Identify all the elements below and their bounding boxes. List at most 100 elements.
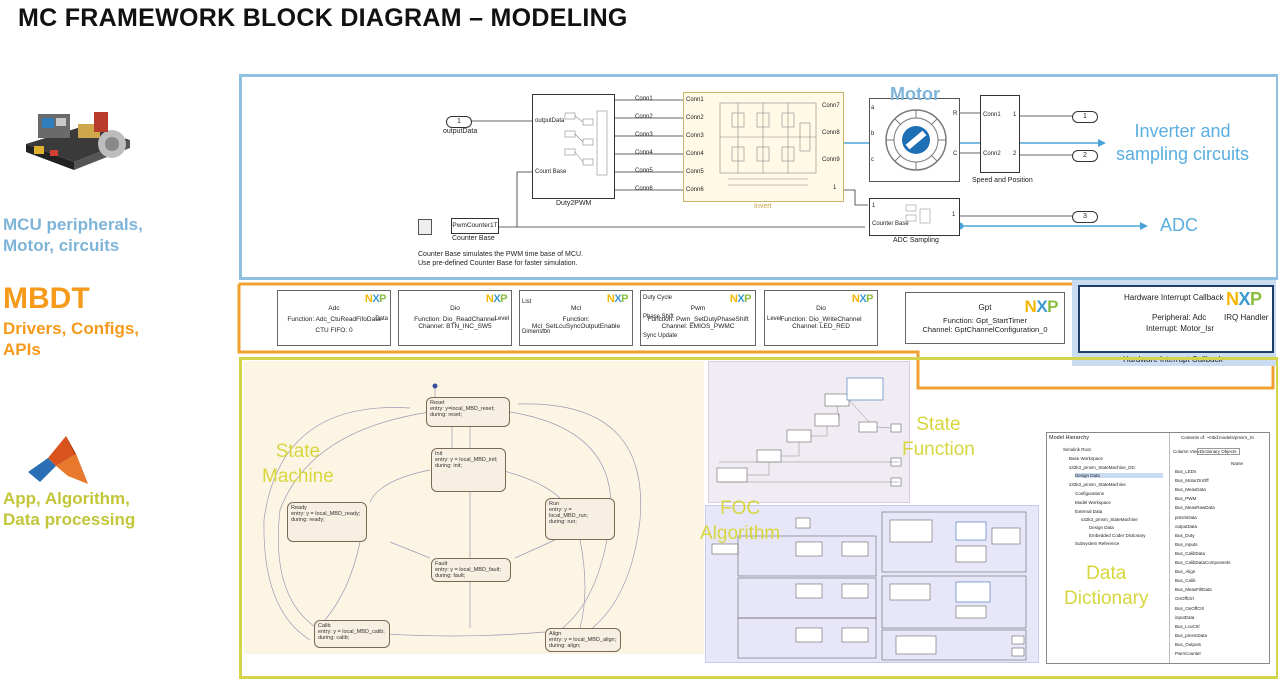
dictionary-object-item[interactable]: Bus_MeasRawData: [1175, 505, 1215, 511]
name-column-header[interactable]: Name: [1231, 461, 1244, 466]
hw-irq-title: Hardware Interrupt Callback: [1124, 293, 1224, 302]
speed-out2: 2: [1013, 151, 1017, 157]
dictionary-object-item[interactable]: Bus_MeasFiltData: [1175, 587, 1212, 593]
dictionary-object-item[interactable]: Bus_PWM: [1175, 496, 1197, 502]
state-reset[interactable]: Reset entry: y=local_MBD_reset; during: …: [426, 397, 510, 427]
matlab-logo-icon: [26, 432, 90, 490]
state-ready[interactable]: Ready entry: y = local_MBD_ready; during…: [287, 502, 367, 542]
state-init[interactable]: Init entry: y = local_MBD_init; during: …: [431, 448, 506, 492]
mbdt-dio-read-function: Function: Dio_ReadChannel: [414, 316, 496, 323]
dictionary-object-item[interactable]: outputData: [1175, 523, 1198, 529]
outport-2[interactable]: 2: [1072, 150, 1098, 162]
mh-item[interactable]: External Data: [1075, 509, 1103, 514]
state-run[interactable]: Run entry: y = local_MBD_run; during: ru…: [545, 498, 615, 540]
mbdt-dio-read-block[interactable]: Dio Function: Dio_ReadChannel Channel: B…: [398, 290, 512, 346]
mbdt-mcl-block[interactable]: Mcl Function: Mcl_SetLcuSyncOutputEnable…: [519, 290, 633, 346]
column-view-select[interactable]: Dictionary Objects: [1197, 448, 1240, 455]
mbdt-dio-write-name: Dio: [816, 305, 826, 312]
adc-sampling-block[interactable]: 1 Counter Base 1: [869, 198, 960, 236]
mbdt-dio-write-port-level: Level: [767, 316, 782, 322]
state-machine-label-line1: State: [275, 441, 321, 462]
state-reset-name: Reset: [430, 400, 445, 406]
mbdt-adc-fifo: CTU FIFO: 0: [315, 327, 353, 334]
duty2pwm-block[interactable]: outputData Count Base: [532, 94, 615, 199]
dictionary-object-item[interactable]: Bus_Outputs: [1175, 641, 1202, 647]
dictionary-object-item[interactable]: Bus_OnOffCtrl: [1175, 605, 1205, 611]
dictionary-object-item[interactable]: inputData: [1175, 614, 1195, 620]
mbdt-sub-line2: APIs: [3, 340, 41, 360]
mh-item[interactable]: Design Data: [1089, 525, 1114, 530]
mbdt-gpt-block[interactable]: Gpt Function: Gpt_StartTimer Channel: Gp…: [905, 292, 1065, 344]
invert-out1: 1: [833, 185, 837, 191]
counter-note-line2: Use pre-defined Counter Base for faster …: [418, 260, 578, 267]
mh-item[interactable]: Subsystem Reference: [1075, 541, 1120, 546]
mh-item[interactable]: s32k3_pmsm_StateMachine: [1069, 482, 1126, 487]
data-dictionary-label: Data Dictionary: [1064, 562, 1148, 611]
mcu-label-line2: Motor, circuits: [3, 236, 120, 256]
mh-item[interactable]: Model Workspace: [1075, 500, 1111, 505]
mh-item[interactable]: s32k3_pmsm_StateMachine_DD: [1069, 465, 1135, 470]
duty2pwm-name: Duty2PWM: [556, 200, 592, 207]
speed-position-block[interactable]: Conn1 Conn2 1 2: [980, 95, 1020, 173]
dictionary-object-item[interactable]: Bus_CalibDataComponents: [1175, 560, 1231, 565]
dictionary-object-item[interactable]: PwmCounter: [1175, 651, 1202, 656]
dictionary-object-item[interactable]: Bus_Calib: [1175, 578, 1196, 584]
adc-sampling-out: 1: [952, 212, 956, 218]
mbdt-adc-block[interactable]: Adc Function: Adc_CtuReadFifoData CTU FI…: [277, 290, 391, 346]
state-fault[interactable]: Fault entry: y = local_MBD_fault; during…: [431, 558, 511, 582]
hw-irq-peripheral: Peripheral: Adc: [1152, 313, 1207, 322]
dictionary-object-item[interactable]: Bus_Duty: [1175, 532, 1195, 538]
dictionary-object-item[interactable]: Bus_LEDs: [1175, 469, 1197, 474]
mbdt-mcl-name: Mcl: [570, 305, 582, 312]
dictionary-object-item[interactable]: Bus_CalibData: [1175, 550, 1206, 556]
nxp-logo-icon: NXP: [1024, 297, 1059, 316]
mh-item-selected[interactable]: Design Data: [1075, 473, 1163, 478]
dictionary-object-item[interactable]: Bus_MeasData: [1175, 487, 1206, 493]
mbdt-dio-read-name: Dio: [450, 305, 460, 312]
outport-3[interactable]: 3: [1072, 211, 1098, 223]
mh-item[interactable]: Configurations: [1075, 491, 1105, 496]
app-label: App, Algorithm, Data processing: [3, 488, 135, 531]
state-calib-entry: entry: y = local_MBD_calib;: [318, 629, 385, 635]
state-run-during: during: run;: [549, 519, 577, 525]
dictionary-object-item[interactable]: Bus_LcuCtrl: [1175, 623, 1200, 629]
clock-icon: [418, 219, 432, 235]
dictionary-object-item[interactable]: Bus_Inputs: [1175, 541, 1198, 547]
mbdt-dio-write-block[interactable]: Dio Function: Dio_WriteChannel Channel: …: [764, 290, 878, 346]
mbdt-pwm-function: Function: Pwm_SetDutyPhaseShift: [647, 316, 749, 323]
state-init-entry: entry: y = local_MBD_init;: [435, 457, 498, 463]
mh-item[interactable]: s32k3_pmsm_StateMachine: [1081, 517, 1138, 522]
duty2pwm-conn2: Conn2: [635, 114, 653, 120]
state-align-name: Align: [549, 631, 562, 637]
state-machine-label: State Machine: [262, 440, 334, 489]
state-ready-name: Ready: [291, 505, 307, 511]
mbdt-pwm-block[interactable]: Pwm Function: Pwm_SetDutyPhaseShift Chan…: [640, 290, 756, 346]
speed-out1: 1: [1013, 112, 1017, 118]
inverter-label-line1: Inverter and: [1134, 121, 1231, 141]
dictionary-object-item[interactable]: Bus_MotorOnOff: [1175, 478, 1209, 484]
outport-outputdata[interactable]: 1: [446, 116, 472, 128]
dictionary-object-item[interactable]: OnOffCtrl: [1175, 596, 1194, 602]
invert-conn2: Conn2: [686, 115, 704, 121]
model-hierarchy-title: Model Hierarchy: [1049, 435, 1090, 441]
outport-1[interactable]: 1: [1072, 111, 1098, 123]
invert-block[interactable]: Conn1 Conn2 Conn3 Conn4 Conn5 Conn6 Conn…: [683, 92, 844, 202]
dictionary-object-item[interactable]: Bus_Align: [1175, 569, 1196, 575]
state-init-during: during: init;: [435, 463, 462, 469]
dictionary-object-item[interactable]: pmsmData: [1175, 514, 1197, 520]
mh-item[interactable]: Simulink Root: [1063, 447, 1091, 452]
invert-conn1: Conn1: [686, 97, 704, 103]
dictionary-object-item[interactable]: Bus_pmsmData: [1175, 632, 1208, 638]
state-calib[interactable]: Calib entry: y = local_MBD_calib; during…: [314, 620, 390, 648]
nxp-logo-icon: NXP: [851, 293, 874, 305]
state-fault-name: Fault: [435, 561, 448, 567]
foc-label-line1: FOC: [720, 498, 761, 519]
mh-item[interactable]: Base Workspace: [1069, 456, 1103, 461]
duty2pwm-conn5: Conn5: [635, 168, 653, 174]
pwm-counter-block[interactable]: PwmCounter1T: [451, 218, 499, 234]
state-align[interactable]: Align entry: y = local_MBD_align; during…: [545, 628, 621, 652]
motor-block[interactable]: a b c R C: [869, 98, 960, 182]
hw-irq-block[interactable]: Hardware Interrupt Callback Peripheral: …: [1078, 285, 1274, 353]
mh-item[interactable]: Embedded Coder Dictionary: [1089, 533, 1146, 538]
